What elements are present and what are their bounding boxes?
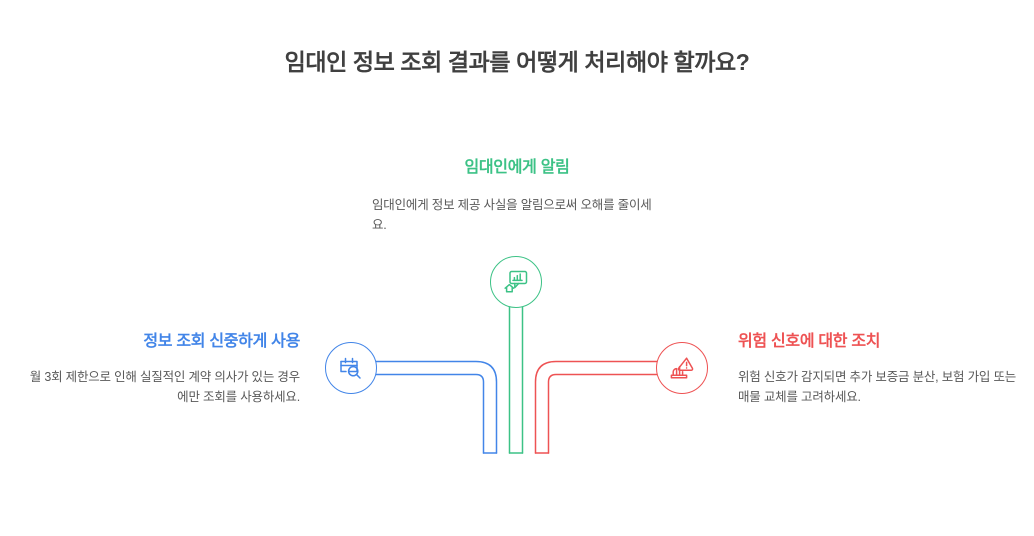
heading-right: 위험 신호에 대한 조치 [738, 333, 881, 350]
page-title: 임대인 정보 조회 결과를 어떻게 처리해야 할까요? [284, 49, 750, 75]
heading-left: 정보 조회 신중하게 사용 [143, 333, 300, 350]
heading-center: 임대인에게 알림 [464, 159, 570, 176]
warning-building-icon [668, 354, 696, 382]
node-circle-center[interactable] [490, 256, 542, 308]
chart-message-house-icon [502, 268, 530, 296]
body-left: 월 3회 제한으로 인해 실질적인 계약 의사가 있는 경우에만 조회를 사용하… [29, 369, 300, 404]
connector-blue [372, 360, 498, 454]
node-circle-left[interactable] [325, 342, 377, 394]
text-block-center: 임대인에게 알림 임대인에게 정보 제공 사실을 알림으로써 오해를 줄이세요. [372, 157, 662, 235]
body-right: 위험 신호가 감지되면 추가 보증금 분산, 보험 가입 또는 매물 교체를 고… [738, 369, 1017, 404]
connector-red [534, 360, 662, 454]
text-block-left: 정보 조회 신중하게 사용 월 3회 제한으로 인해 실질적인 계약 의사가 있… [20, 331, 301, 407]
connector-green [508, 299, 524, 454]
node-circle-right[interactable] [656, 342, 708, 394]
body-center: 임대인에게 정보 제공 사실을 알림으로써 오해를 줄이세요. [372, 197, 652, 232]
calendar-search-icon [337, 354, 365, 382]
text-block-right: 위험 신호에 대한 조치 위험 신호가 감지되면 추가 보증금 분산, 보험 가… [738, 331, 1018, 407]
